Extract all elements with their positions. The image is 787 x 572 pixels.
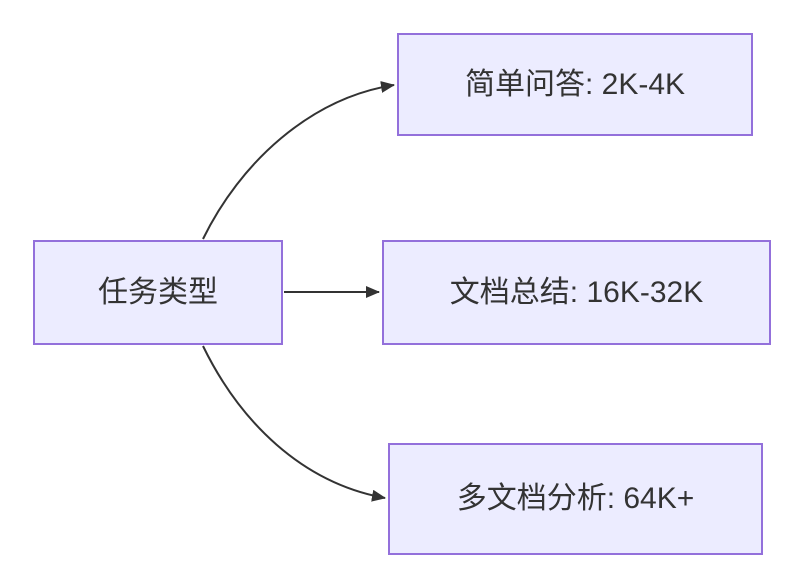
node-task-type-label: 任务类型 [98,275,218,309]
node-doc-summary: 文档总结: 16K-32K [382,240,771,345]
node-simple-qa-label: 简单问答: 2K-4K [464,67,686,101]
node-doc-summary-label: 文档总结: 16K-32K [449,275,704,309]
node-multi-doc-analysis-label: 多文档分析: 64K+ [456,482,695,515]
edge-task-type-to-simple-qa [202,81,395,240]
node-multi-doc-analysis: 多文档分析: 64K+ [388,443,763,555]
edge-task-type-to-multi-doc-analysis [202,345,386,502]
node-task-type: 任务类型 [33,240,283,345]
node-simple-qa: 简单问答: 2K-4K [397,33,753,136]
